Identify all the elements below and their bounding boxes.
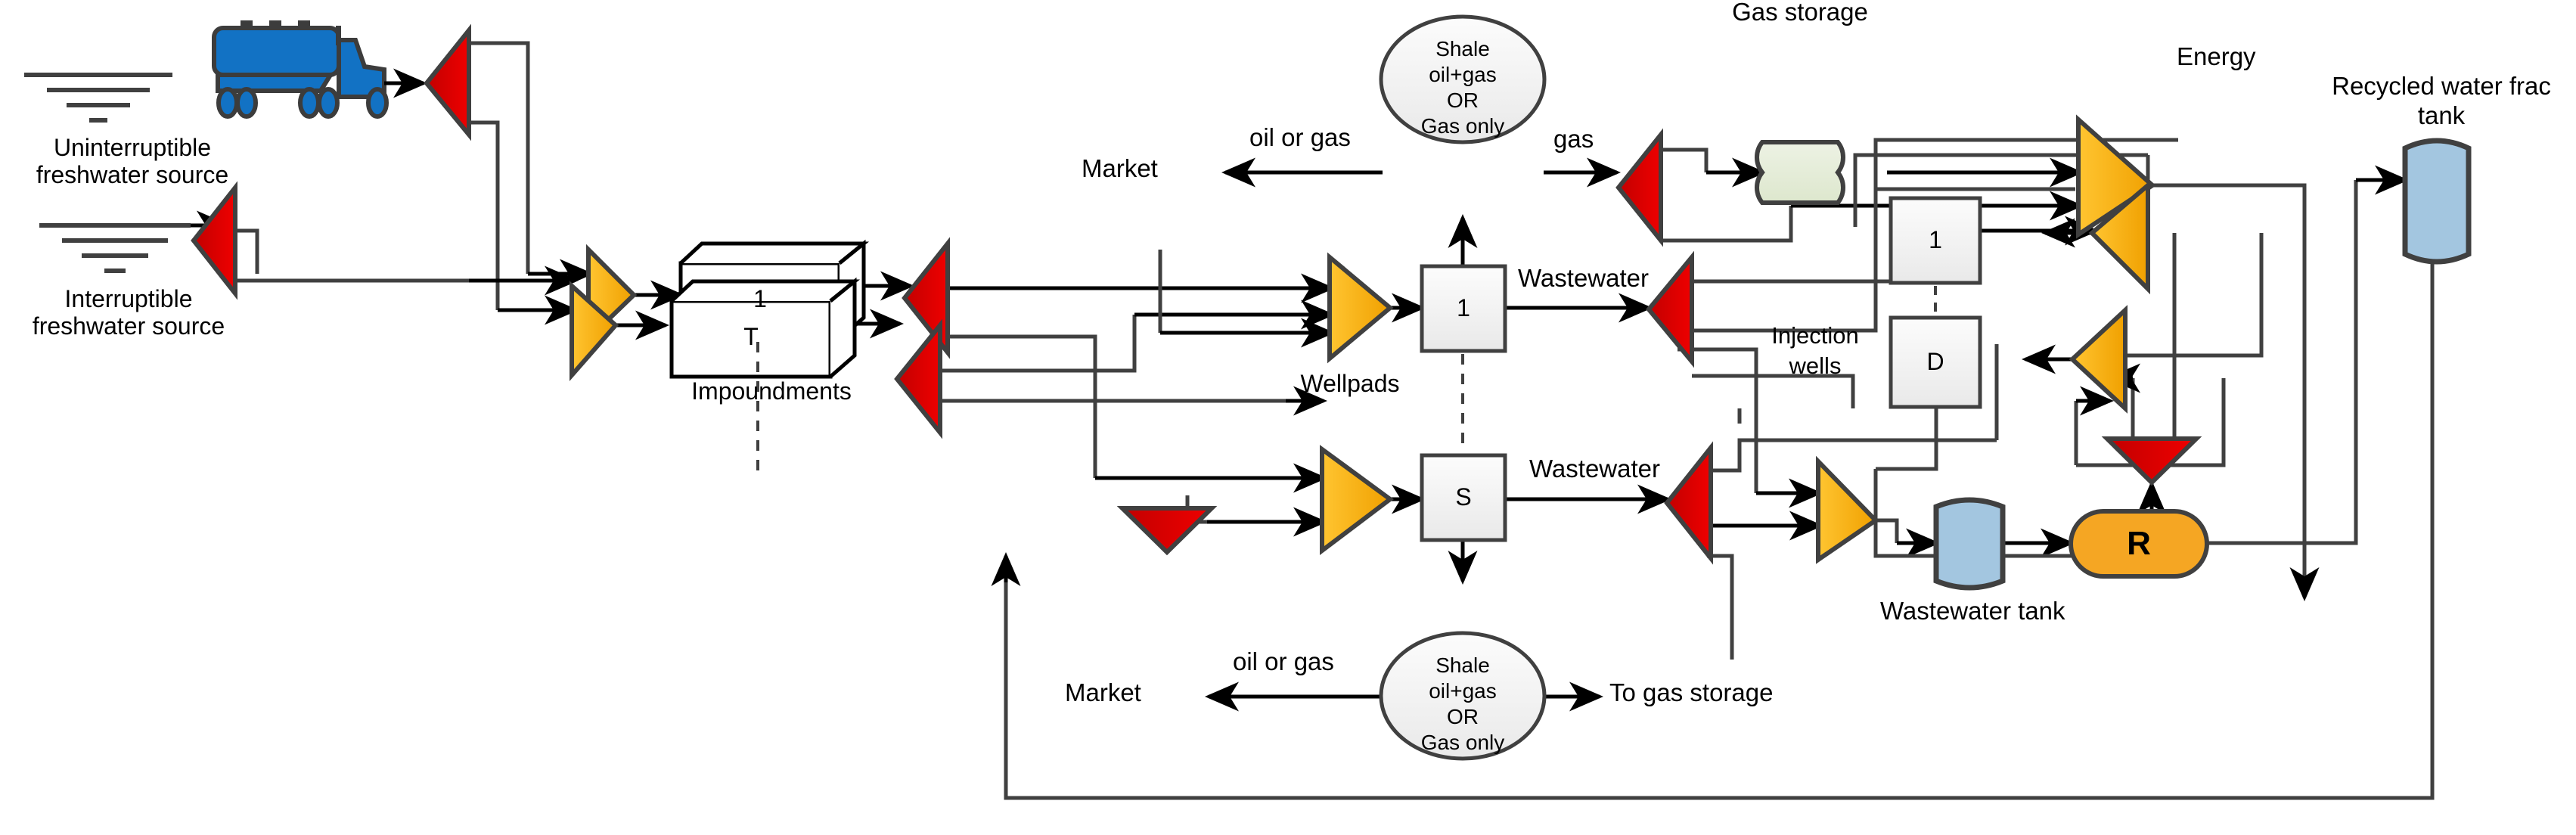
mixer-wellpad-S	[1320, 445, 1395, 556]
label-impoundments: Impoundments	[691, 377, 852, 405]
splitter-recycle-output-down	[2101, 436, 2202, 486]
label-oil-or-gas-bottom: oil or gas	[1233, 647, 1334, 675]
recycle-unit	[2069, 509, 2209, 579]
injection-well-node-1-label: 1	[1929, 226, 1942, 253]
mixer-injection-well-1	[2088, 180, 2150, 295]
impoundment-node-T-label: T	[743, 323, 759, 350]
recycle-unit-label: R	[2127, 525, 2151, 562]
splitter-impoundment-T	[894, 318, 942, 439]
label-wastewater-bottom: Wastewater	[1529, 455, 1660, 483]
splitter-uninterruptible	[424, 23, 471, 141]
label-gas: gas	[1553, 125, 1594, 153]
water-lines-interruptible	[39, 223, 191, 273]
label-gas-storage: Gas storage	[1732, 0, 1868, 26]
label-wellpads: Wellpads	[1300, 370, 1400, 397]
shale-reservoir-top-label: Shale oil+gas OR Gas only	[1420, 37, 1505, 138]
label-energy: Energy	[2177, 42, 2256, 70]
splitter-recycled-water-down	[1116, 506, 1218, 556]
label-injection-wells: Injection wells	[1771, 322, 1859, 380]
label-to-gas-storage: To gas storage	[1609, 678, 1774, 706]
label-interruptible-source: Interruptible freshwater source	[32, 285, 225, 340]
label-oil-or-gas-top: oil or gas	[1249, 123, 1351, 151]
wastewater-tank	[1933, 497, 2006, 591]
mixer-impoundment-T	[570, 281, 619, 381]
mixer-wastewater-tank	[1816, 455, 1879, 564]
label-uninterruptible-source: Uninterruptible freshwater source	[36, 134, 229, 188]
tanker-truck-icon	[212, 20, 389, 119]
wellpad-node-1	[1420, 264, 1507, 353]
injection-well-node-D-label: D	[1926, 348, 1944, 375]
gas-storage-vessel	[1754, 140, 1846, 205]
mixer-wellpad-1	[1327, 252, 1394, 364]
shale-reservoir-bottom	[1379, 631, 1547, 761]
label-market-bottom: Market	[1065, 678, 1141, 706]
splitter-impoundment-1	[902, 237, 950, 359]
splitter-wastewater-S	[1664, 441, 1713, 565]
splitter-wastewater-1	[1646, 250, 1694, 368]
splitter-interruptible	[191, 181, 237, 300]
label-market-top: Market	[1082, 154, 1158, 182]
shale-reservoir-bottom-label: Shale oil+gas OR Gas only	[1420, 653, 1505, 755]
mixer-energy	[2076, 114, 2156, 239]
injection-well-node-1	[1889, 196, 1982, 285]
injection-well-node-D	[1889, 315, 1982, 409]
wellpad-node-S-label: S	[1455, 483, 1472, 511]
label-recycled-water-frac-tank: Recycled water frac tank	[2332, 72, 2551, 129]
wellpad-node-S	[1420, 453, 1507, 542]
label-wastewater-tank: Wastewater tank	[1880, 597, 2065, 625]
label-wastewater-top: Wastewater	[1518, 264, 1649, 292]
splitter-gas	[1615, 128, 1663, 247]
wellpad-node-1-label: 1	[1457, 294, 1470, 321]
water-lines-uninterruptible	[24, 73, 172, 123]
impoundment-node-1-label: 1	[753, 285, 767, 312]
impoundment-node-T	[669, 277, 861, 379]
recycled-water-frac-tank	[2402, 138, 2472, 265]
mixer-injection-well-D	[2069, 305, 2128, 414]
shale-reservoir-top	[1379, 14, 1547, 144]
